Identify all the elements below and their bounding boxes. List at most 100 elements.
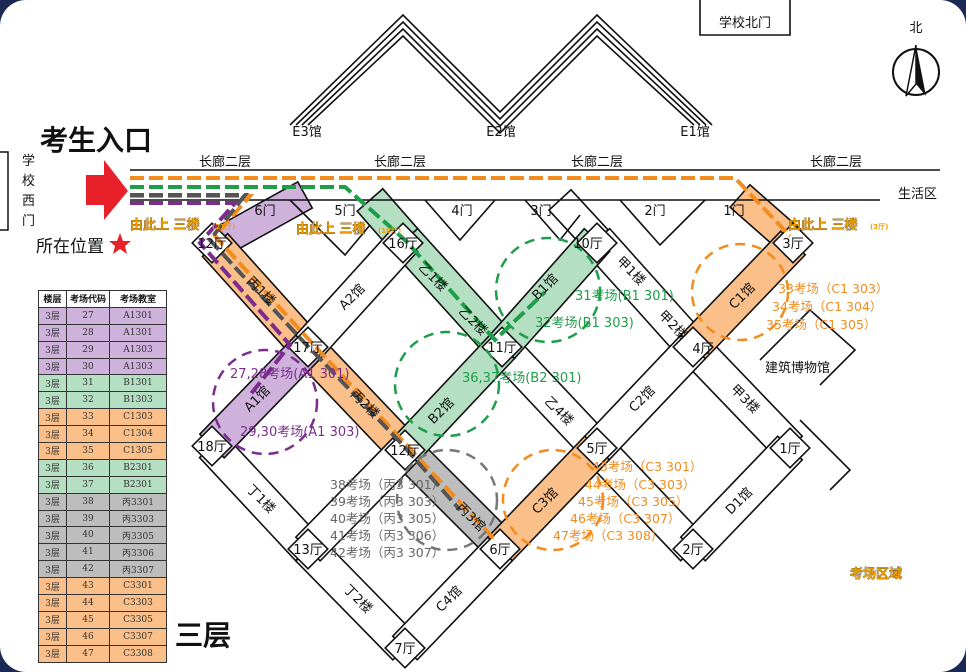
cell-floor: 3层 (38, 509, 67, 528)
hall-h10: 10厅 (573, 237, 603, 252)
exam-label-bing3-4: 42考场（丙3 307） (330, 545, 444, 560)
exam-label-c1-2: 35考场（C1 305） (766, 317, 876, 332)
col-header-room: 考场教室 (109, 290, 167, 308)
hall-h12a: 12厅 (197, 237, 227, 252)
cell-code: 32 (66, 391, 110, 410)
cell-room: 丙3306 (109, 543, 167, 562)
cell-code: 31 (66, 374, 110, 393)
cell-code: 27 (66, 306, 110, 325)
cell-room: B2301 (109, 475, 167, 494)
hall-h4: 4厅 (692, 342, 713, 357)
exam-label-bing3-1: 39考场（丙3 303） (330, 494, 444, 509)
cell-code: 28 (66, 323, 110, 342)
gate-e3: E3馆 (292, 125, 322, 140)
west-gate-label-1: 校 (22, 173, 35, 189)
exam-label-bing3-0: 38考场（丙3 301） (330, 477, 444, 492)
hall-h6: 6厅 (489, 543, 510, 558)
exam-label-c3-2: 45考场（C3 305） (578, 494, 688, 509)
cell-code: 34 (66, 425, 110, 444)
west-gate-label-2: 西 (22, 194, 35, 209)
exam-label-c3-0: 43考场（C3 301） (592, 459, 702, 474)
exam-area-circle (395, 448, 499, 552)
hall-junction (769, 427, 811, 469)
cell-floor: 3层 (38, 610, 67, 629)
hall-h17: 17厅 (293, 341, 323, 356)
cell-floor: 3层 (38, 644, 67, 663)
cell-room: A1303 (109, 340, 167, 359)
hall-h18: 18厅 (197, 440, 227, 455)
exam-label-c3-3: 46考场（C3 307） (570, 511, 680, 526)
hall-junction (479, 528, 521, 570)
door-label: 1门 (723, 204, 744, 219)
corridor-label: 长廊二层 (374, 154, 426, 170)
hall-h3: 3厅 (782, 237, 803, 252)
cell-room: B1303 (109, 391, 167, 410)
museum-label: 建筑博物馆 (765, 360, 830, 376)
cell-floor: 3层 (38, 543, 67, 562)
hall-junction (382, 222, 424, 264)
exam-area-label: 考场区域 (850, 566, 902, 582)
exam-label-c3-4: 47考场（C3 308） (553, 528, 663, 543)
door-label: 6门 (254, 204, 275, 219)
location-label: 所在位置 (36, 237, 104, 257)
exam-label-c3-1: 44考场（C3 303） (585, 477, 695, 492)
cell-floor: 3层 (38, 306, 67, 325)
cell-code: 43 (66, 577, 110, 596)
cell-code: 44 (66, 594, 110, 612)
corridor-label: 长廊二层 (810, 154, 862, 170)
cell-room: C3307 (109, 627, 167, 646)
exam-label-a1-1: 29,30考场(A1 303) (240, 425, 359, 440)
hall-junction (576, 427, 618, 469)
hall-junction (672, 326, 714, 368)
exam-label-c1-0: 33考场（C1 303） (778, 281, 888, 296)
exam-area-circles (211, 236, 790, 552)
north-arrow-icon (892, 44, 940, 97)
col-header-floor: 楼层 (38, 290, 67, 308)
hall-junction (772, 222, 814, 264)
exam-area-circle (501, 448, 605, 552)
cell-code: 33 (66, 408, 110, 427)
cell-room: A1301 (109, 323, 167, 342)
exam-label-c1-1: 34考场（C1 304） (772, 299, 882, 314)
exam-label-b1-0: 31考场(B1 301) (575, 289, 674, 304)
gate-e1: E1馆 (680, 125, 710, 140)
cell-floor: 3层 (38, 627, 67, 646)
hall-h12b: 12厅 (390, 444, 420, 459)
route-gray-bing3 (130, 193, 462, 512)
cell-floor: 3层 (38, 408, 67, 427)
cell-code: 46 (66, 627, 110, 646)
cell-code: 41 (66, 543, 110, 562)
cell-floor: 3层 (38, 492, 67, 511)
door-label: 5门 (334, 204, 355, 219)
hall-h13: 13厅 (293, 543, 323, 558)
cell-code: 36 (66, 458, 110, 477)
exam-label-b1-1: 32考场(B1 303) (535, 316, 634, 331)
hall-h7: 7厅 (394, 642, 415, 657)
exam-label-bing3-2: 40考场（丙3 305） (330, 511, 444, 526)
exam-area-circle (393, 330, 501, 438)
cell-room: C3303 (109, 594, 167, 612)
cell-floor: 3层 (38, 526, 67, 545)
exam-label-b2-0: 36,37考场(B2 301) (462, 371, 582, 386)
cell-code: 42 (66, 560, 110, 579)
cell-code: 37 (66, 475, 110, 494)
cell-room: C1303 (109, 408, 167, 427)
